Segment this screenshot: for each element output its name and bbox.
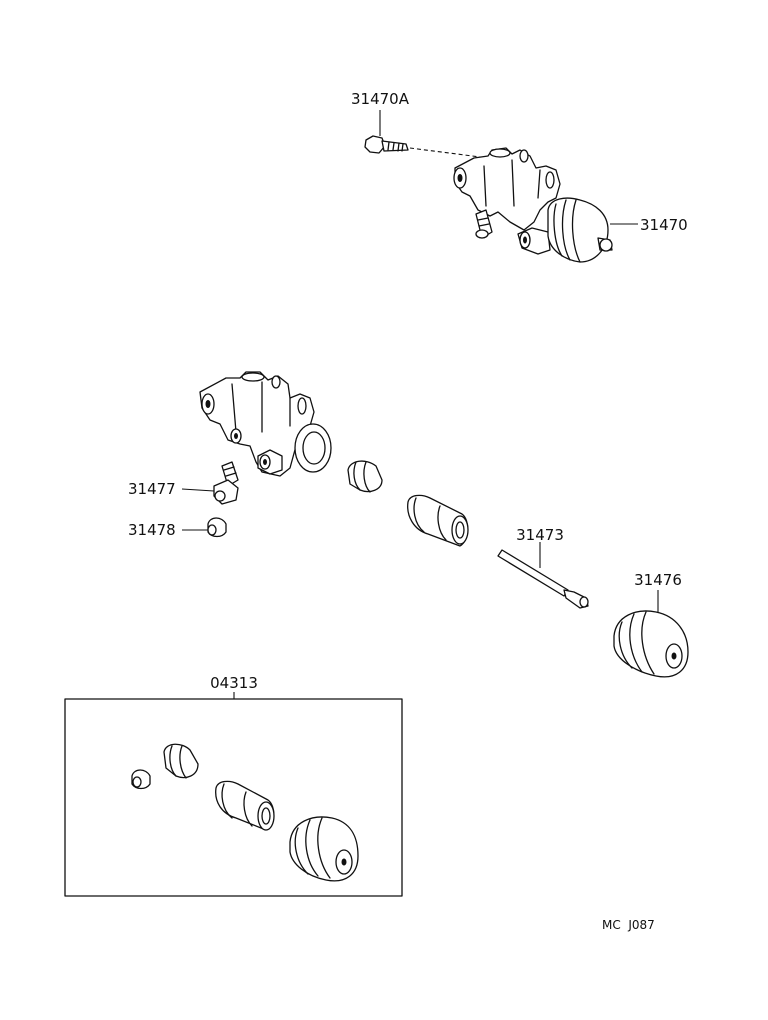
label-31470a: 31470A [351,90,410,108]
bolt-31470a [364,135,409,154]
boot [613,610,689,678]
clutch-release-cylinder-assembly [364,135,613,263]
kit-bleeder-cap [131,769,151,790]
label-31476: 31476 [634,571,682,589]
push-rod [497,549,589,609]
kit-boot [289,816,359,882]
label-31477: 31477 [128,480,176,498]
footer-code: MC J087 [602,918,655,932]
kit-piston [215,780,275,831]
bleeder-plug [213,461,239,505]
label-31478: 31478 [128,521,176,539]
cylinder-body [199,371,332,477]
kit-piston-cup [163,743,199,779]
label-04313: 04313 [210,674,258,692]
bleeder-cap [207,517,227,538]
label-31470: 31470 [640,216,688,234]
label-31473: 31473 [516,526,564,544]
piston [407,494,469,547]
piston-cup [347,460,383,493]
leader-31477 [181,488,215,492]
